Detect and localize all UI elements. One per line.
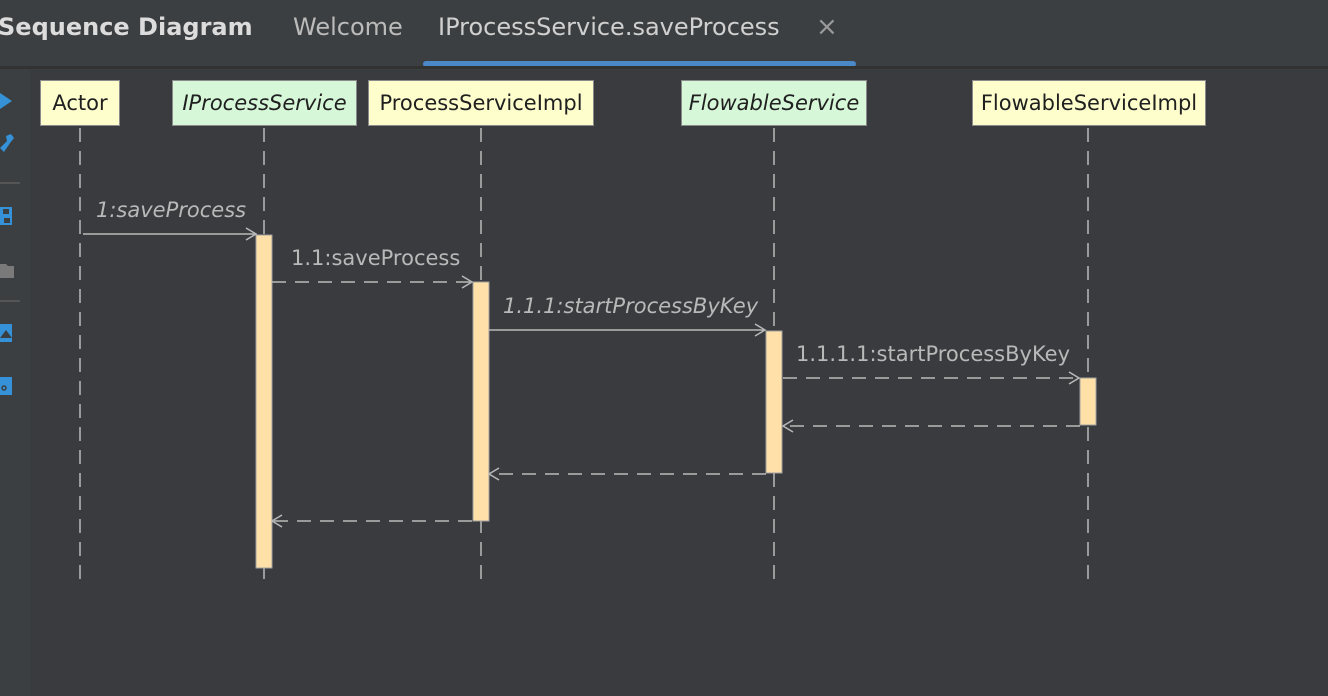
- tab-iprocessservice-saveprocess[interactable]: IProcessService.saveProcess: [438, 13, 780, 41]
- participant-flowableservice[interactable]: FlowableService: [681, 80, 867, 126]
- panel-title: Sequence Diagram: [0, 13, 253, 41]
- return-arrow: [270, 514, 472, 528]
- participant-flowableserviceimpl[interactable]: FlowableServiceImpl: [972, 80, 1206, 126]
- participant-processserviceimpl[interactable]: ProcessServiceImpl: [368, 80, 594, 126]
- toolbar-divider: [0, 300, 20, 302]
- title-bar: Sequence Diagram Welcome IProcessService…: [0, 0, 1328, 69]
- activation-bar: [1079, 377, 1097, 426]
- wrench-icon[interactable]: [0, 134, 14, 156]
- return-arrow: [781, 419, 1080, 433]
- tab-welcome[interactable]: Welcome: [293, 13, 403, 41]
- sequence-diagram: [79, 128, 1097, 586]
- play-icon[interactable]: [0, 90, 14, 112]
- message-label: 1:saveProcess: [96, 198, 247, 222]
- message-label: 1.1:saveProcess: [291, 246, 461, 270]
- participant-actor[interactable]: Actor: [40, 80, 120, 126]
- title-separator: [0, 66, 1328, 69]
- folder-icon[interactable]: [0, 258, 14, 280]
- message-arrow: [783, 371, 1081, 385]
- toolbar-divider: [0, 182, 20, 184]
- message-arrow: [272, 275, 474, 289]
- close-tab-icon[interactable]: ×: [816, 12, 838, 42]
- message-label: 1.1.1.1:startProcessByKey: [796, 342, 1071, 366]
- message-arrow: [489, 323, 767, 337]
- link-icon[interactable]: [0, 375, 14, 397]
- activation-bar: [255, 234, 273, 569]
- message-label: 1.1.1:startProcessByKey: [503, 294, 759, 318]
- active-tab-indicator: [423, 61, 856, 67]
- message-arrow: [83, 227, 258, 241]
- image-export-icon[interactable]: [0, 322, 14, 344]
- participant-iprocessservice[interactable]: IProcessService: [172, 80, 357, 126]
- save-icon[interactable]: [0, 205, 14, 227]
- activation-bar: [472, 281, 490, 522]
- return-arrow: [487, 467, 766, 481]
- side-toolbar: [0, 70, 30, 696]
- activation-bar: [765, 330, 783, 474]
